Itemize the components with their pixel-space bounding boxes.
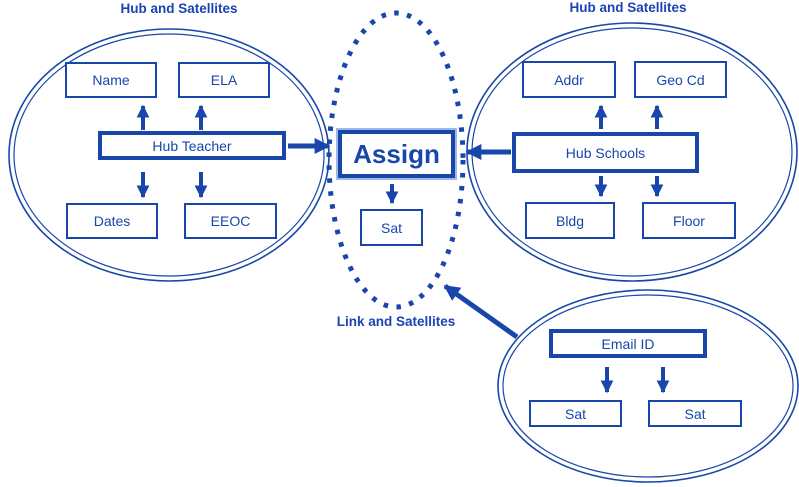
satellite-box-eeoc: EEOC [184,203,277,239]
satellite-box-bldg: Bldg [525,202,615,239]
satellite-box-addr: Addr [522,61,616,98]
satellite-box-ela: ELA [178,62,270,98]
satellite-box-floor: Floor [642,202,736,239]
hub-box-email-id: Email ID [549,329,707,358]
satellite-box-sat-right: Sat [648,400,742,427]
bottom-hub-ellipse [497,289,799,483]
link-box-assign: Assign [336,128,457,180]
satellite-box-geocd: Geo Cd [634,61,727,98]
left-group-title: Hub and Satellites [120,1,238,16]
link-dotted-ellipse [326,10,466,310]
satellite-box-name: Name [65,62,157,98]
right-group-title: Hub and Satellites [569,0,687,15]
satellite-box-sat-left: Sat [529,400,622,427]
satellite-box-sat-center: Sat [360,209,423,246]
link-group-title: Link and Satellites [336,314,456,329]
hub-box-schools: Hub Schools [512,132,699,173]
satellite-box-dates: Dates [66,203,158,239]
arrow-email-group-to-link [443,283,519,340]
hub-box-teacher: Hub Teacher [98,131,286,160]
